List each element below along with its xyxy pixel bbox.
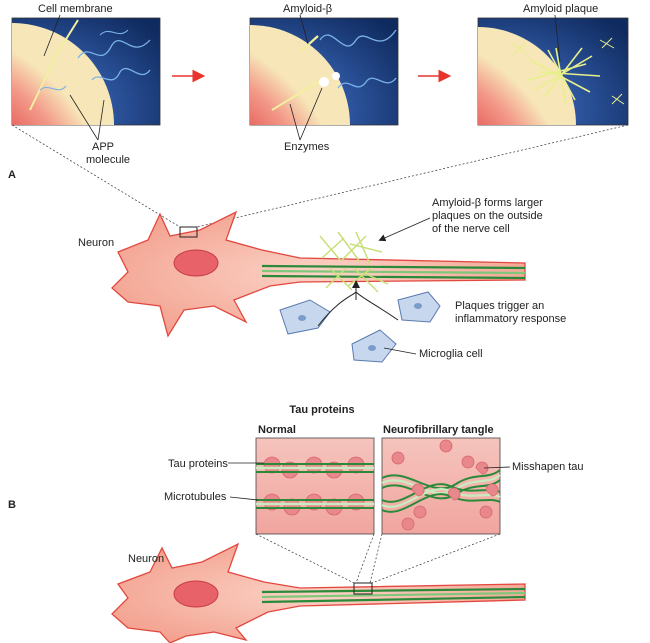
nucleus-a bbox=[173, 249, 219, 277]
amyloid-plaque bbox=[527, 47, 601, 105]
tau-proteins-label: Tau proteins bbox=[168, 458, 228, 470]
tangle-title: Neurofibrillary tangle bbox=[383, 424, 494, 436]
microglia-label: Microglia cell bbox=[419, 348, 483, 360]
normal-title: Normal bbox=[258, 424, 296, 436]
neuron-a bbox=[111, 210, 526, 338]
panel-a-letter: A bbox=[8, 169, 16, 181]
axon-a bbox=[261, 264, 526, 280]
tangle-box bbox=[381, 437, 501, 535]
amyloid-beta-label: Amyloid-β bbox=[283, 3, 332, 15]
plaque-note: Amyloid-β forms larger plaques on the ou… bbox=[432, 197, 543, 235]
inset-box-2 bbox=[249, 17, 399, 126]
svg-text:Plaques trigger an: Plaques trigger an bbox=[455, 300, 544, 312]
microtubule-normal-2 bbox=[256, 499, 374, 509]
enzyme-1 bbox=[319, 77, 329, 87]
tau-title: Tau proteins bbox=[289, 404, 354, 416]
svg-text:of the nerve cell: of the nerve cell bbox=[432, 223, 510, 235]
neuron-label-b: Neuron bbox=[128, 553, 164, 565]
zoom-box-b bbox=[353, 582, 373, 595]
misshapen-tau-label: Misshapen tau bbox=[512, 461, 584, 473]
inset-box-3 bbox=[477, 17, 629, 126]
svg-text:plaques on the outside: plaques on the outside bbox=[432, 210, 543, 222]
app-molecule bbox=[29, 19, 79, 111]
microtubule-normal-1 bbox=[256, 463, 374, 473]
inset-box-1 bbox=[11, 17, 161, 126]
nucleus-b bbox=[173, 580, 219, 608]
microglia-cells bbox=[279, 291, 441, 363]
app-label-2: molecule bbox=[86, 154, 130, 166]
microtubules-label: Microtubules bbox=[164, 491, 227, 503]
svg-text:inflammatory response: inflammatory response bbox=[455, 313, 566, 325]
neuron-label-a: Neuron bbox=[78, 237, 114, 249]
cell-membrane-label: Cell membrane bbox=[38, 3, 113, 15]
enzyme-2 bbox=[332, 72, 340, 80]
axon-b bbox=[261, 587, 526, 604]
normal-box bbox=[255, 437, 375, 535]
amyloid-plaque-label: Amyloid plaque bbox=[523, 3, 598, 15]
zoom-box-a bbox=[179, 226, 198, 238]
enzymes-label: Enzymes bbox=[284, 141, 330, 153]
panel-b-letter: B bbox=[8, 499, 16, 511]
inflammatory-note: Plaques trigger an inflammatory response bbox=[455, 300, 566, 325]
neuron-b bbox=[111, 542, 526, 643]
app-label-1: APP bbox=[92, 141, 114, 153]
svg-text:Amyloid-β forms larger: Amyloid-β forms larger bbox=[432, 197, 543, 209]
